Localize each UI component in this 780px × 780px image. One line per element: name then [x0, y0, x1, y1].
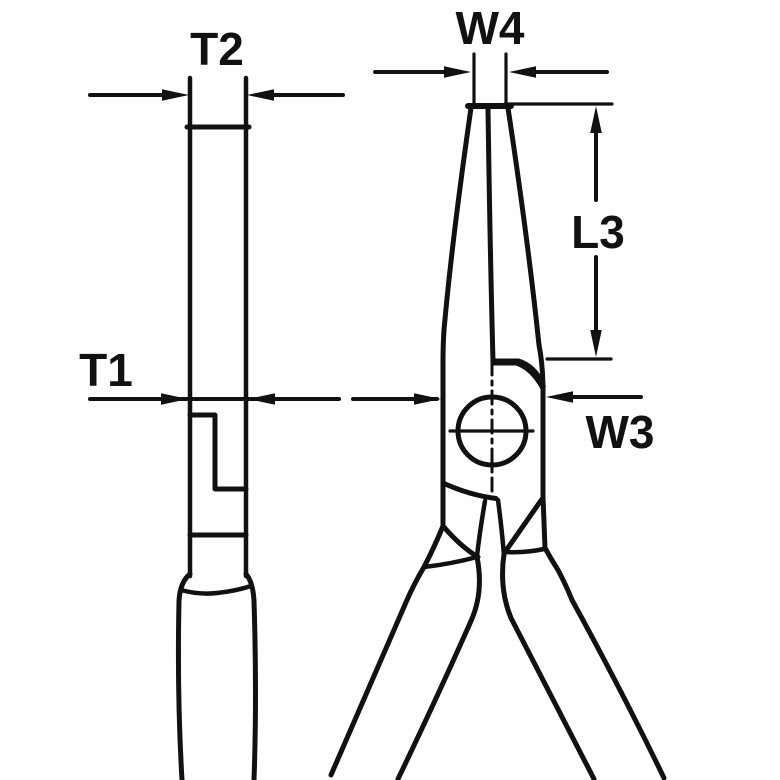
t2-arrowhead-left	[162, 89, 189, 101]
dimension-w4: W4	[373, 2, 609, 105]
dimension-label-w3: W3	[586, 406, 655, 458]
front-view-center-slot-right	[495, 497, 507, 559]
t1-arrowhead-right	[248, 393, 275, 405]
front-view-left-outline	[328, 105, 474, 778]
front-view-jaw-notch	[491, 358, 546, 390]
dimension-label-w4: W4	[456, 2, 525, 54]
t1-arrowhead-left	[161, 393, 188, 405]
front-view-right-outline	[505, 105, 667, 780]
dimension-w3: W3	[351, 391, 655, 458]
front-view-right-handle-top-edge	[502, 546, 547, 555]
side-view-handle-top-contour	[178, 583, 254, 596]
front-view-left-handle-inner-edge	[395, 554, 482, 780]
w4-arrowhead-left	[444, 66, 471, 78]
dimension-label-l3: L3	[571, 206, 625, 258]
front-view-crossover-upper-left	[440, 480, 499, 501]
side-view-handle-right-edge	[243, 571, 258, 780]
w4-arrowhead-right	[509, 66, 536, 78]
dimension-t1: T1	[79, 344, 341, 405]
front-view-crossover-lower-left	[440, 523, 481, 560]
front-view-left-handle-top-edge	[421, 554, 480, 570]
w3-arrowhead-right	[546, 391, 573, 403]
front-view-center-slot-left	[474, 498, 488, 559]
front-view-crossover-right-slant	[502, 496, 545, 555]
side-view-joint-step	[187, 412, 249, 492]
dimension-l3: L3	[503, 102, 625, 361]
w3-arrowhead-left	[414, 393, 441, 405]
l3-arrowhead-down	[590, 330, 602, 357]
dimension-t2: T2	[88, 23, 345, 101]
t2-arrowhead-right	[247, 89, 274, 101]
dimension-label-t1: T1	[79, 344, 133, 396]
front-view-jaw-seam	[485, 105, 496, 364]
dimension-label-t2: T2	[190, 23, 244, 75]
side-view-handle-left-edge	[175, 571, 193, 780]
front-view-right-handle-inner-edge	[500, 551, 597, 780]
front-view-pliers	[328, 103, 667, 780]
l3-arrowhead-up	[590, 106, 602, 133]
side-view-pliers	[175, 75, 258, 780]
